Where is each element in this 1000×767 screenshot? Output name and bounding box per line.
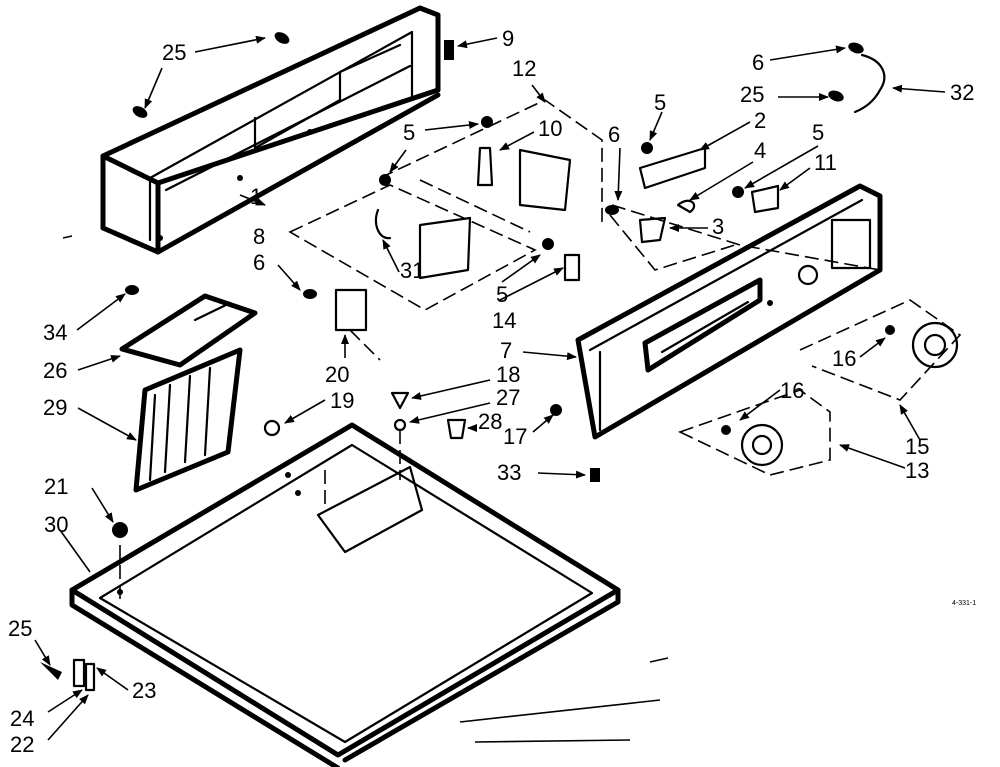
label-6-c: 6 bbox=[253, 250, 265, 275]
label-27: 27 bbox=[496, 385, 520, 410]
label-16-right: 16 bbox=[832, 346, 856, 371]
top-panel bbox=[69, 422, 621, 767]
label-19: 19 bbox=[330, 388, 354, 413]
label-13: 13 bbox=[905, 458, 929, 483]
label-16-lower: 16 bbox=[780, 378, 804, 403]
label-21: 21 bbox=[44, 474, 68, 499]
leader-arrows bbox=[34, 35, 946, 743]
label-28: 28 bbox=[478, 409, 502, 434]
alignment-lines bbox=[119, 329, 401, 600]
label-4: 4 bbox=[754, 138, 766, 163]
rear-console-panel bbox=[100, 5, 441, 255]
front-control-panel bbox=[575, 183, 883, 440]
label-30: 30 bbox=[44, 512, 68, 537]
label-2: 2 bbox=[754, 108, 766, 133]
label-34: 34 bbox=[43, 320, 67, 345]
switch-assembly bbox=[288, 184, 537, 311]
label-32: 32 bbox=[950, 80, 974, 105]
label-17: 17 bbox=[503, 424, 527, 449]
lint-screen-parts bbox=[119, 293, 258, 493]
label-5-b: 5 bbox=[654, 90, 666, 115]
label-24: 24 bbox=[10, 706, 34, 731]
label-5-c: 5 bbox=[812, 120, 824, 145]
label-12: 12 bbox=[512, 56, 536, 81]
label-7: 7 bbox=[500, 338, 512, 363]
label-31: 31 bbox=[400, 258, 424, 283]
label-6-a: 6 bbox=[608, 122, 620, 147]
knob-assembly bbox=[677, 299, 962, 476]
label-14: 14 bbox=[492, 308, 516, 333]
label-25-top: 25 bbox=[162, 40, 186, 65]
label-9: 9 bbox=[502, 26, 514, 51]
label-15: 15 bbox=[905, 434, 929, 459]
callout-labels: 25 9 12 5 10 5 2 6 4 5 11 6 25 32 3 1 8 … bbox=[8, 26, 976, 757]
label-23: 23 bbox=[132, 678, 156, 703]
label-25-right: 25 bbox=[740, 82, 764, 107]
timer-assembly bbox=[379, 99, 603, 233]
corner-note: 4-331-1 bbox=[952, 600, 976, 607]
label-5-a: 5 bbox=[403, 120, 415, 145]
label-22: 22 bbox=[10, 732, 34, 757]
label-26: 26 bbox=[43, 358, 67, 383]
label-11: 11 bbox=[814, 150, 837, 175]
label-5-d: 5 bbox=[496, 282, 508, 307]
small-hardware bbox=[40, 32, 895, 692]
label-10: 10 bbox=[538, 116, 562, 141]
label-3: 3 bbox=[712, 214, 724, 239]
label-29: 29 bbox=[43, 395, 67, 420]
label-25-bottom: 25 bbox=[8, 616, 32, 641]
label-33: 33 bbox=[497, 460, 521, 485]
label-1: 1 bbox=[250, 184, 262, 209]
label-20: 20 bbox=[325, 362, 349, 387]
switch-parts bbox=[609, 146, 881, 271]
label-8: 8 bbox=[253, 224, 265, 249]
label-18: 18 bbox=[496, 362, 520, 387]
label-6-b: 6 bbox=[752, 50, 764, 75]
